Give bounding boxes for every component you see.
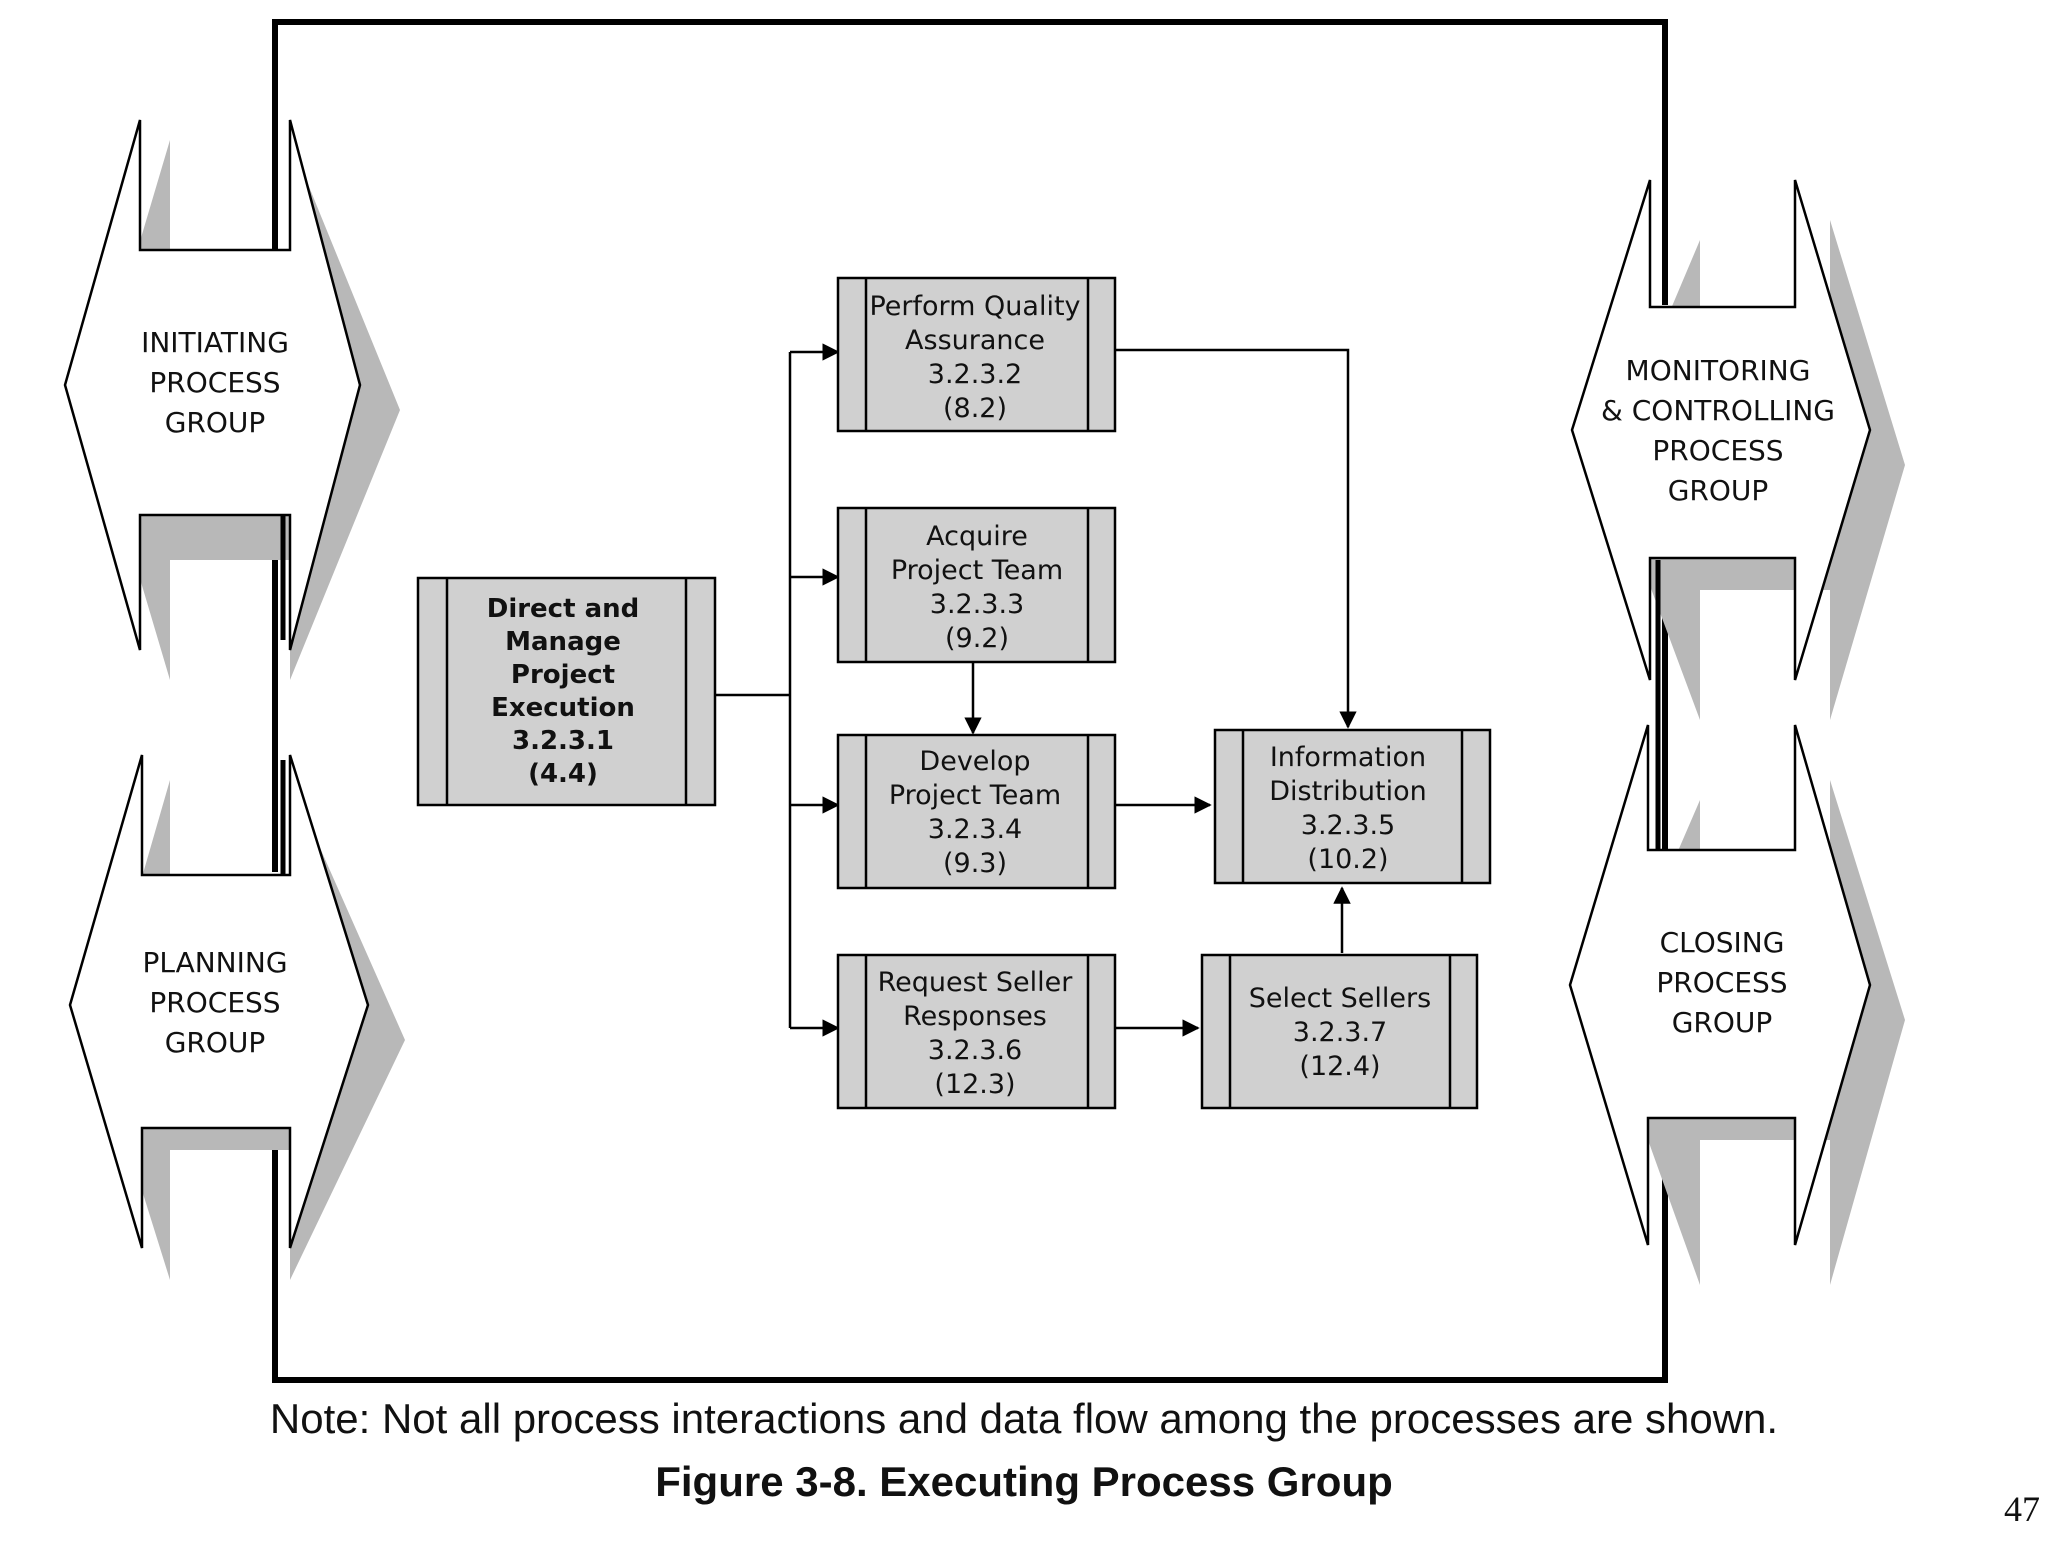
label-line: INITIATING (141, 326, 289, 359)
label-line: MONITORING (1626, 354, 1811, 387)
label-line: Project Team (889, 780, 1061, 811)
label-line: 3.2.3.2 (928, 359, 1022, 390)
initiating-group-shape (63, 119, 400, 680)
label-line: 3.2.3.1 (512, 726, 614, 756)
figure-caption: Figure 3-8. Executing Process Group (655, 1458, 1393, 1505)
planning-group-shape (68, 754, 405, 1280)
label-line: 3.2.3.6 (928, 1035, 1022, 1066)
label-line: Develop (919, 746, 1030, 777)
label-line: GROUP (1672, 1006, 1773, 1039)
label-line: Manage (505, 627, 621, 657)
monitoring-group-shape (1570, 179, 1905, 850)
label-line: CLOSING (1660, 926, 1785, 959)
label-line: GROUP (1668, 474, 1769, 507)
label-line: (12.3) (934, 1069, 1015, 1100)
label-line: (8.2) (943, 393, 1007, 424)
label-line: Responses (903, 1001, 1047, 1032)
label-line: Select Sellers (1249, 983, 1431, 1014)
label-line: Project (511, 660, 615, 690)
label-line: 3.2.3.7 (1293, 1017, 1387, 1048)
diagram-note: Note: Not all process interactions and d… (269, 1395, 1779, 1442)
arrow-quality-to-information (1115, 348, 1357, 729)
label-line: (12.4) (1299, 1051, 1380, 1082)
label-line: Acquire (926, 521, 1028, 552)
label-line: (9.3) (943, 848, 1007, 879)
label-line: Project Team (891, 555, 1063, 586)
label-line: Assurance (905, 325, 1045, 356)
label-line: Request Seller (878, 967, 1074, 998)
initiating-group-label: INITIATING PROCESS GROUP (141, 326, 289, 439)
label-line: GROUP (165, 406, 266, 439)
label-line: 3.2.3.5 (1301, 810, 1395, 841)
label-line: 3.2.3.3 (930, 589, 1024, 620)
label-line: Direct and (487, 594, 640, 624)
label-line: PROCESS (1656, 966, 1787, 999)
label-line: (10.2) (1307, 844, 1388, 875)
page-number: 47 (2004, 1489, 2040, 1529)
planning-group-label: PLANNING PROCESS GROUP (142, 946, 287, 1059)
label-line: (9.2) (945, 623, 1009, 654)
label-line: PROCESS (149, 366, 280, 399)
connectors (715, 343, 1357, 1037)
label-line: (4.4) (528, 759, 598, 789)
label-line: GROUP (165, 1026, 266, 1059)
closing-group-shape (1568, 724, 1905, 1285)
label-line: 3.2.3.4 (928, 814, 1022, 845)
outer-frame (272, 19, 1668, 1383)
label-line: Execution (491, 693, 635, 723)
label-line: PLANNING (142, 946, 287, 979)
label-line: PROCESS (1652, 434, 1783, 467)
label-line: PROCESS (149, 986, 280, 1019)
monitoring-group-label: MONITORING & CONTROLLING PROCESS GROUP (1601, 354, 1835, 507)
label-line: Information (1270, 742, 1426, 773)
closing-group-label: CLOSING PROCESS GROUP (1656, 926, 1787, 1039)
label-line: & CONTROLLING (1601, 394, 1835, 427)
label-line: Perform Quality (869, 291, 1080, 322)
label-line: Distribution (1269, 776, 1427, 807)
